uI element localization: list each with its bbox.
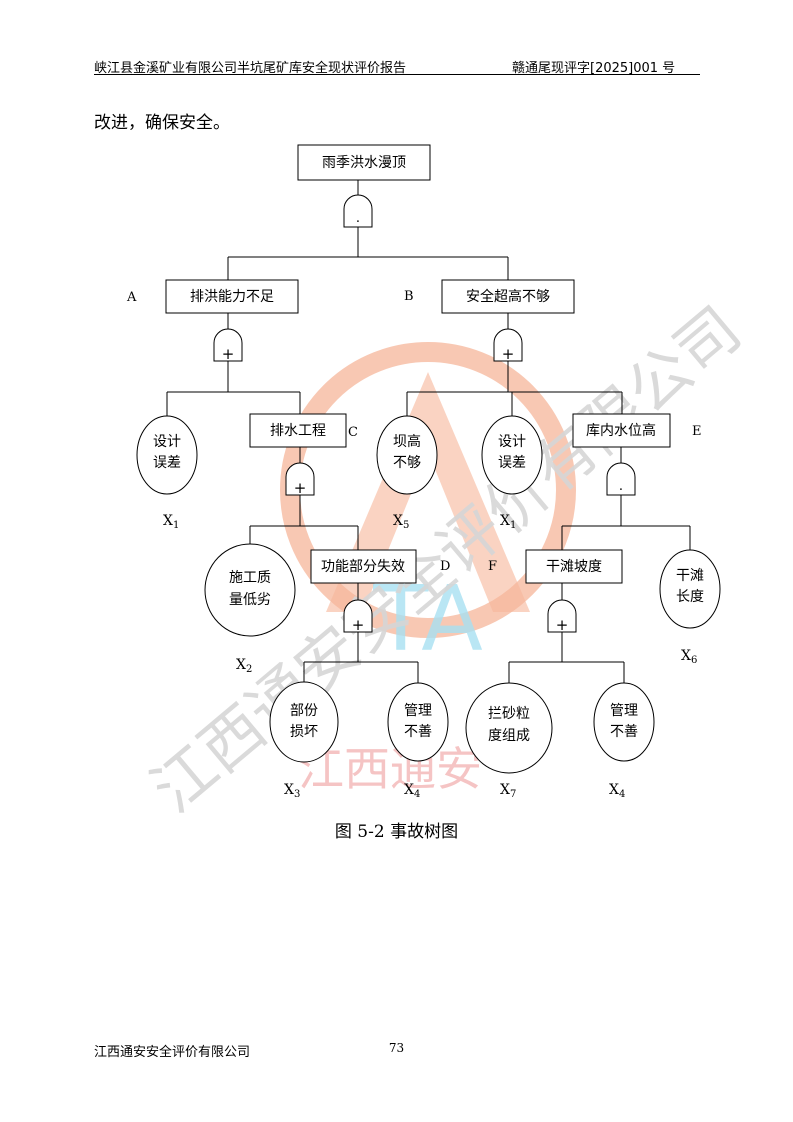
or-gate-b bbox=[493, 328, 523, 362]
basic-event-beach-length-line2: 长度 bbox=[676, 589, 704, 605]
label-x2-sub: 2 bbox=[246, 664, 252, 675]
page-number: 73 bbox=[388, 1041, 405, 1055]
connector-lines bbox=[166, 180, 691, 684]
header-rule bbox=[94, 74, 700, 75]
letter-d: D bbox=[440, 559, 450, 574]
top-event-label: 雨季洪水漫顶 bbox=[322, 155, 406, 171]
event-box-f bbox=[525, 549, 623, 584]
letter-b: B bbox=[404, 289, 414, 304]
and-gate-e-symbol: . bbox=[619, 479, 623, 494]
label-x1-a: X1 bbox=[163, 513, 179, 531]
basic-event-construction-line1: 施工质 bbox=[229, 570, 271, 586]
or-gate-c-symbol: + bbox=[294, 479, 307, 497]
label-x1-b-sub: 1 bbox=[510, 520, 516, 531]
watermark-center-text: TA bbox=[372, 567, 483, 672]
basic-event-sand-grain bbox=[465, 682, 553, 774]
or-gate-b-symbol: + bbox=[502, 345, 515, 363]
letter-e: E bbox=[692, 424, 702, 439]
basic-event-design-error-2-line2: 误差 bbox=[498, 455, 526, 471]
basic-event-construction-quality bbox=[204, 543, 296, 637]
event-c-label: 排水工程 bbox=[270, 423, 326, 439]
event-box-c bbox=[249, 413, 347, 448]
event-e-label: 库内水位高 bbox=[586, 422, 656, 439]
label-x3-base: X bbox=[284, 782, 294, 798]
basic-event-design-error-2-line1: 设计 bbox=[498, 434, 526, 450]
event-box-b bbox=[441, 279, 575, 314]
label-x5-base: X bbox=[393, 513, 403, 529]
or-gate-a-symbol: + bbox=[222, 345, 235, 363]
event-box-e bbox=[572, 413, 671, 448]
and-gate-e bbox=[606, 462, 636, 496]
basic-event-dam-height-line2: 不够 bbox=[393, 455, 421, 471]
letter-f: F bbox=[488, 559, 497, 574]
basic-event-poor-management-1-line2: 不善 bbox=[404, 724, 432, 740]
label-x4-a: X4 bbox=[404, 782, 420, 800]
basic-event-sand-grain-line1: 拦砂粒 bbox=[488, 706, 530, 722]
basic-event-dam-height bbox=[376, 415, 438, 495]
header-report-number: 赣通尾现评字[2025]001 号 bbox=[512, 61, 676, 76]
basic-event-design-error-1 bbox=[136, 415, 198, 495]
basic-event-poor-management-1-line1: 管理 bbox=[404, 703, 432, 719]
letter-a: A bbox=[126, 290, 137, 305]
label-x2: X2 bbox=[236, 657, 252, 675]
label-x4-b-sub: 4 bbox=[619, 789, 625, 800]
footer-company: 江西通安安全评价有限公司 bbox=[94, 1045, 251, 1060]
and-gate-top-symbol: . bbox=[356, 211, 360, 226]
or-gate-f-symbol: + bbox=[556, 616, 569, 634]
basic-event-sand-grain-line2: 度组成 bbox=[488, 728, 530, 744]
basic-event-design-error-2 bbox=[481, 415, 543, 495]
label-x7-sub: 7 bbox=[510, 789, 516, 800]
and-gate-top bbox=[343, 194, 373, 228]
label-x1-a-sub: 1 bbox=[173, 520, 179, 531]
basic-event-poor-management-2-line2: 不善 bbox=[610, 724, 638, 740]
label-x1-a-base: X bbox=[163, 513, 173, 529]
label-x5: X5 bbox=[393, 513, 409, 531]
event-box-d bbox=[310, 549, 417, 584]
label-x2-base: X bbox=[236, 657, 246, 673]
label-x6-sub: 6 bbox=[691, 655, 697, 666]
or-gate-f bbox=[547, 599, 577, 633]
header-report-title: 峡江县金溪矿业有限公司半坑尾矿库安全现状评价报告 bbox=[94, 61, 407, 76]
label-x6: X6 bbox=[681, 648, 697, 666]
top-event-box bbox=[297, 144, 431, 181]
intro-text: 改进，确保安全。 bbox=[94, 113, 230, 133]
event-f-label: 干滩坡度 bbox=[546, 559, 602, 575]
event-b-label: 安全超高不够 bbox=[466, 288, 550, 305]
label-x4-b: X4 bbox=[609, 782, 625, 800]
event-d-label: 功能部分失效 bbox=[321, 559, 405, 575]
letter-c: C bbox=[348, 425, 358, 440]
basic-event-partial-damage-line1: 部份 bbox=[290, 703, 318, 719]
label-x3: X3 bbox=[284, 782, 300, 800]
label-x4-a-sub: 4 bbox=[414, 789, 420, 800]
basic-event-design-error-1-line1: 设计 bbox=[153, 434, 181, 450]
event-box-a bbox=[165, 279, 299, 314]
label-x1-b: X1 bbox=[500, 513, 516, 531]
basic-event-beach-length-line1: 干滩 bbox=[676, 568, 704, 584]
basic-event-partial-damage bbox=[269, 681, 339, 763]
basic-event-dam-height-line1: 坝高 bbox=[393, 433, 421, 450]
or-gate-d-symbol: + bbox=[352, 616, 365, 634]
label-x7-base: X bbox=[500, 782, 510, 798]
basic-event-poor-management-2-line1: 管理 bbox=[610, 703, 638, 719]
label-x7: X7 bbox=[500, 782, 516, 800]
or-gate-a bbox=[213, 328, 243, 362]
or-gate-c bbox=[285, 462, 315, 496]
basic-event-design-error-1-line2: 误差 bbox=[153, 455, 181, 471]
basic-event-construction-line2: 量低劣 bbox=[229, 592, 271, 608]
basic-event-beach-length bbox=[659, 549, 721, 629]
event-a-label: 排洪能力不足 bbox=[190, 289, 274, 305]
label-x6-base: X bbox=[681, 648, 691, 664]
basic-event-partial-damage-line2: 损坏 bbox=[290, 724, 318, 740]
label-x4-b-base: X bbox=[609, 782, 619, 798]
label-x4-a-base: X bbox=[404, 782, 414, 798]
basic-event-poor-management-2 bbox=[593, 682, 655, 762]
watermark-bottom-text: 江西通安 bbox=[298, 742, 482, 796]
or-gate-d bbox=[343, 599, 373, 633]
label-x1-b-base: X bbox=[500, 513, 510, 529]
label-x3-sub: 3 bbox=[294, 789, 300, 800]
figure-caption: 图 5-2 事故树图 bbox=[334, 822, 459, 842]
label-x5-sub: 5 bbox=[403, 520, 409, 531]
basic-event-poor-management-1 bbox=[387, 682, 449, 762]
